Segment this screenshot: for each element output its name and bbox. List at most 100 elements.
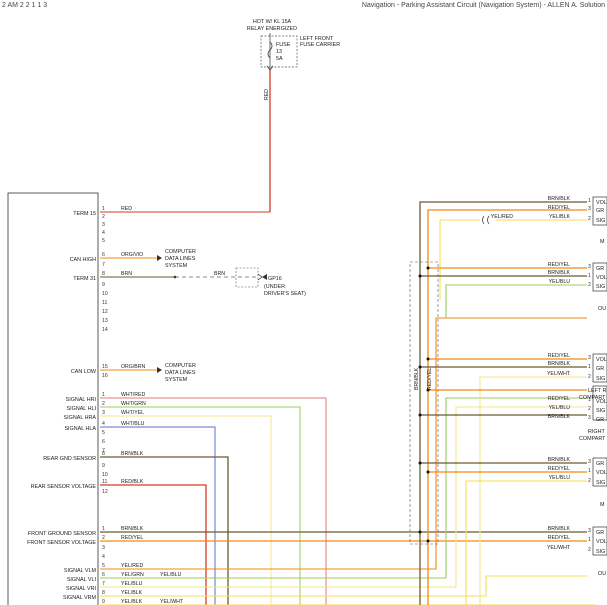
rg3-tag1: VOL [596,357,607,363]
rg2-pin2: 1 [588,273,591,279]
pin: 8 [102,590,105,596]
pin: 4 [102,421,105,427]
wl-term31: BRN [121,271,132,277]
rg3-wire1: RED/YEL [548,353,570,359]
cdl-line1: COMPUTER [165,363,196,369]
bundle-label-red: RED/YEL [427,368,433,390]
splice-dot [426,470,430,474]
splice-dot [426,388,430,392]
bundle-label-brn: BRN/BLK [414,367,420,390]
pin: 7 [102,262,105,268]
rg1-pin2: 3 [588,206,591,212]
rg4-tag3: GR [596,417,604,423]
cdl-line3: SYSTEM [165,263,188,269]
rg6-pin2: 1 [588,537,591,543]
rg5-tag2: VOL [596,470,607,476]
wl-can-low: ORG/BRN [121,364,145,370]
wl-hli: WHT/GRN [121,401,146,407]
rg5-wire3: YEL/BLU [549,475,571,481]
rg4-caption: RIGHT [588,429,605,435]
rg6-tag1: GR [596,530,604,536]
fuse-carrier-line1: LEFT FRONT [300,36,334,42]
splice-dot [418,461,422,465]
rg1-tag2: GR [596,208,604,214]
sensor-group-5: BRN/BLK RED/YEL YEL/BLU 3 1 2 GR VOL SIG… [548,457,607,508]
pin: 2 [102,535,105,541]
splice-dot [418,530,422,534]
pin: 11 [102,300,107,306]
pin: 1 [102,206,105,212]
cdl-line1: COMPUTER [165,249,196,255]
fuse-number: 13 [276,49,282,55]
wire-hla [100,426,216,605]
cdl-can-low: COMPUTER DATA LINES SYSTEM [165,363,196,383]
pin: 13 [102,318,108,324]
ground-loc2: DRIVER'S SEAT) [264,291,306,297]
rg1-pin1: 1 [588,198,591,204]
label-signal-hra: SIGNAL HRA [64,415,97,421]
sensor-group-1: BRN/BLK RED/YEL YEL/BLK YEL/RED 1 3 2 VO… [491,196,607,245]
rg6-caption: OU [598,571,606,577]
rg3-wire3: YEL/WHT [547,371,571,377]
wl-front-gnd: BRN/BLK [121,526,144,532]
pin: 10 [102,291,108,297]
ground-point: GP16 (UNDER DRIVER'S SEAT) [264,276,306,297]
label-rear-volt: REAR SENSOR VOLTAGE [31,484,97,490]
wire-labels: RED ORG/VIO BRN BRN ORG/BRN WHT/RED WHT/… [121,206,225,605]
rg2-wire1: RED/YEL [548,262,570,268]
pin: 10 [102,472,108,478]
ground-loc1: (UNDER [264,284,285,290]
wl-term31-b: BRN [214,271,225,277]
rg1-wire2: RED/YEL [548,205,570,211]
wl-vlm: YEL/RED [121,563,143,569]
arrow-icon [157,367,162,373]
pin: 15 [102,364,108,370]
sensor-group-2: RED/YEL BRN/BLK YEL/BLU 3 1 2 GR VOL SIG… [548,262,607,312]
rg6-tag2: VOL [596,539,607,545]
label-term15: TERM 15 [73,211,96,217]
fuse-feed-line1: HOT W/ KL 15A [253,19,292,25]
rg3-pin2: 1 [588,364,591,370]
wire-vlm [100,317,587,570]
rg4-pin3: 3 [588,415,591,421]
pin: 8 [102,271,105,277]
label-signal-hla: SIGNAL HLA [64,426,96,432]
wire-rg3-sig [479,376,587,605]
rg4-wire2: YEL/BLU [549,405,571,411]
rg6-wire1: BRN/BLK [548,526,571,532]
pin: 6 [102,439,105,445]
pin: 3 [102,545,105,551]
pin: 16 [102,373,108,379]
fuse-element [267,41,273,59]
rg6-tag3: SIG [596,549,605,555]
wl-hra: WHT/YEL [121,410,144,416]
rg2-tag1: GR [596,266,604,272]
sensor-connector [592,262,607,292]
rg4-caption2: COMPART [579,436,606,442]
wire-rg2-sig [445,284,587,318]
rg3-tag2: GR [596,366,604,372]
label-signal-hri: SIGNAL HRI [66,397,96,403]
ground-icon [262,274,267,280]
sensor-group-6: BRN/BLK RED/YEL YEL/WHT 3 1 2 GR VOL SIG… [547,526,607,577]
wl-front-volt: RED/YEL [121,535,143,541]
rg1-tag3: SIG [596,218,605,224]
label-front-gnd: FRONT GROUND SENSOR [28,531,96,537]
wire-rear-gnd [100,456,229,605]
wl-can-high: ORG/VIO [121,252,143,258]
rg5-caption: M [600,502,605,508]
pin: 9 [102,282,105,288]
rg6-wire3: YEL/WHT [547,545,571,551]
ground-box [235,267,259,288]
fuse-rating: 5A [276,56,283,62]
rg2-wire2: BRN/BLK [548,270,571,276]
fuse-block: HOT W/ KL 15A RELAY ENERGIZED LEFT FRONT… [247,19,340,212]
wire-hli [100,406,301,605]
label-can-low: CAN LOW [71,369,97,375]
inline-connector-icon [482,215,490,225]
rg1-pin3: 2 [588,216,591,222]
pin: 3 [102,222,105,228]
pin: 1 [102,392,105,398]
rg3-caption: LEFT R [588,388,607,394]
